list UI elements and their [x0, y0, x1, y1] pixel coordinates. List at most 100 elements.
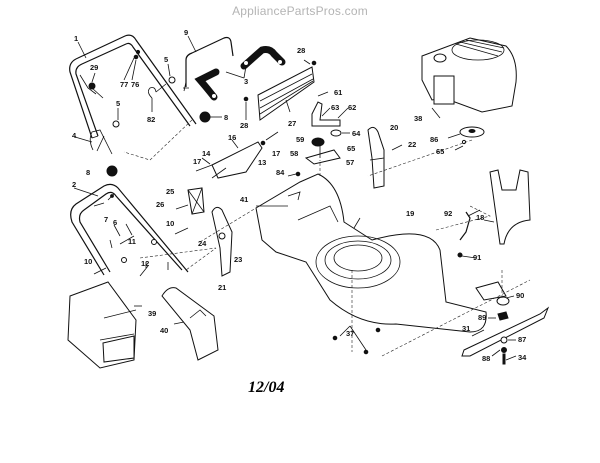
- cable-bracket-63[interactable]: [311, 101, 341, 127]
- nuts-11: [121, 239, 157, 263]
- callout-57: 57: [346, 158, 354, 167]
- callout-59: 59: [296, 135, 304, 144]
- upper-handle[interactable]: [69, 34, 197, 139]
- callout-31: 31: [462, 324, 470, 333]
- bolts-7: [93, 193, 115, 207]
- callout-40: 40: [160, 326, 168, 335]
- callout-20: 20: [390, 123, 398, 132]
- bolts-10: [93, 227, 189, 275]
- callout-63: 63: [331, 103, 339, 112]
- height-plate-25[interactable]: [187, 187, 205, 215]
- clips-12: [145, 262, 169, 270]
- callout-2: 2: [72, 180, 76, 189]
- pulley-64: [330, 129, 342, 137]
- callout-91: 91: [473, 253, 481, 262]
- callout-87: 87: [518, 335, 526, 344]
- callout-37: 37: [346, 329, 354, 338]
- callout-7: 7: [104, 215, 108, 224]
- callout-29: 29: [90, 63, 98, 72]
- callout-17-left: 17: [193, 157, 201, 166]
- assembly-lines: [123, 119, 531, 357]
- callout-1: 1: [74, 34, 78, 43]
- diagram-date: 12/04: [248, 379, 285, 396]
- nut-5-upper: [168, 76, 176, 84]
- callout-10-lower: 10: [84, 257, 92, 266]
- callout-24: 24: [198, 239, 207, 248]
- callout-27: 27: [288, 119, 296, 128]
- callout-18: 18: [476, 213, 484, 222]
- bolt-34: [502, 353, 506, 365]
- handle-knob-29[interactable]: [79, 74, 104, 99]
- control-bail[interactable]: [183, 36, 234, 92]
- callout-11: 11: [128, 237, 136, 246]
- callout-9: 9: [184, 28, 188, 37]
- pulley-86[interactable]: [459, 126, 485, 138]
- callout-76: 76: [131, 80, 139, 89]
- bracket-20[interactable]: [367, 126, 385, 189]
- callout-16: 16: [228, 133, 236, 142]
- engine[interactable]: [421, 37, 517, 113]
- hook-82: [148, 83, 167, 99]
- rear-deflector[interactable]: [243, 60, 317, 121]
- callout-58: 58: [290, 149, 298, 158]
- callout-12: 12: [141, 259, 149, 268]
- callout-65-engine: 65: [436, 147, 444, 156]
- key-65: [461, 139, 467, 145]
- washer-88: [501, 347, 507, 353]
- callout-25: 25: [166, 187, 174, 196]
- lever-92[interactable]: [459, 211, 471, 241]
- bolts-77-76: [133, 49, 141, 60]
- bolts-37: [332, 327, 381, 355]
- callout-10-upper: 10: [166, 219, 174, 228]
- knob-8-upper: [199, 111, 222, 123]
- nut-5-lower: [112, 120, 120, 128]
- callout-65-center: 65: [347, 144, 355, 153]
- lower-handle[interactable]: [70, 183, 189, 276]
- bolt-84: [295, 171, 301, 177]
- callout-8-upper: 8: [224, 113, 228, 122]
- callout-92: 92: [444, 209, 452, 218]
- callout-38: 38: [414, 114, 422, 123]
- callout-82: 82: [147, 115, 155, 124]
- callout-77: 77: [120, 80, 128, 89]
- leader-lines: [73, 35, 517, 361]
- mower-deck[interactable]: [255, 173, 487, 333]
- callout-5-upper: 5: [164, 55, 168, 64]
- callout-84: 84: [276, 168, 285, 177]
- height-lever-21[interactable]: [211, 206, 233, 277]
- callout-86: 86: [430, 135, 438, 144]
- callout-labels: 1 29 77 76 5 82 5 4 8 2 7 6 11 10 10 12 …: [72, 28, 527, 363]
- callout-6: 6: [113, 218, 117, 227]
- discharge-chute[interactable]: [161, 287, 219, 361]
- blade-adapter-90[interactable]: [475, 281, 510, 306]
- blade-31[interactable]: [461, 306, 550, 357]
- callout-13: 13: [258, 158, 266, 167]
- callout-61: 61: [334, 88, 342, 97]
- screw-26: [175, 204, 189, 210]
- callout-34: 34: [518, 353, 527, 362]
- callout-21: 21: [218, 283, 226, 292]
- watermark: AppliancePartsPros.com: [232, 4, 368, 18]
- adapter-89: [497, 311, 509, 321]
- callout-17-right: 17: [272, 149, 280, 158]
- washer-87: [500, 336, 508, 344]
- bracket-57[interactable]: [304, 146, 341, 165]
- callout-90: 90: [516, 291, 524, 300]
- callout-62: 62: [348, 103, 356, 112]
- rear-guard[interactable]: [489, 169, 531, 245]
- callout-14: 14: [202, 149, 211, 158]
- cable-clip-4[interactable]: [89, 129, 113, 155]
- callout-64: 64: [352, 129, 361, 138]
- callout-8-lower: 8: [86, 168, 90, 177]
- grips[interactable]: [194, 46, 286, 101]
- callout-3: 3: [244, 77, 248, 86]
- callout-28-lower: 28: [240, 121, 248, 130]
- spring-22: [391, 144, 403, 151]
- screw-6: [113, 223, 133, 237]
- callout-28-upper: 28: [297, 46, 305, 55]
- callout-5-lower: 5: [116, 99, 120, 108]
- pulley-59: [311, 137, 325, 147]
- callout-89: 89: [478, 313, 486, 322]
- callout-4: 4: [72, 131, 77, 140]
- grass-catcher[interactable]: [67, 281, 137, 369]
